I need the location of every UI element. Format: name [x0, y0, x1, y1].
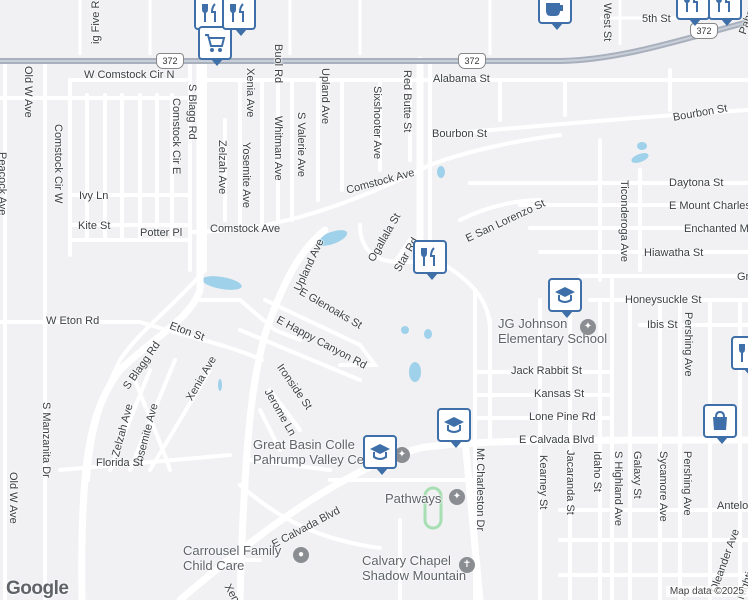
- school-pin[interactable]: [363, 435, 397, 475]
- water-bodies: [202, 142, 649, 391]
- restaurant-icon: [202, 3, 216, 22]
- restaurant-pin[interactable]: [413, 240, 447, 280]
- street-label: Daytona St: [669, 177, 724, 189]
- street-label: Xenia Ave: [244, 68, 256, 118]
- street-label: Comstock Cir W: [52, 124, 64, 204]
- poi-carrousel-child-care[interactable]: Carrousel Family Child Care: [183, 543, 282, 573]
- shopping-cart-icon: [205, 34, 226, 52]
- street-label: Whitman Ave: [272, 116, 284, 181]
- street-label: Jack Rabbit St: [511, 365, 582, 377]
- street-label: Pershing Ave: [682, 312, 694, 377]
- street-label: Kearney St: [537, 455, 549, 510]
- school-icon: [370, 444, 390, 460]
- cafe-icon: [546, 3, 563, 16]
- street-label: Idaho St: [591, 451, 603, 492]
- street-label: Zelzah Ave: [216, 140, 228, 195]
- street-label: S Manzanita Dr: [40, 402, 52, 478]
- street-label: Bourbon St: [432, 128, 488, 140]
- street-label: Kansas St: [534, 388, 585, 400]
- restaurant-pin[interactable]: [731, 336, 748, 376]
- school-pin[interactable]: [548, 278, 582, 318]
- street-label: West St: [601, 3, 613, 42]
- street-label: Pershing Ave: [681, 451, 693, 516]
- street-label: Buol Rd: [272, 44, 284, 84]
- street-label: Enchanted Me: [684, 223, 748, 235]
- map-attribution[interactable]: Map data ©2025: [665, 586, 748, 597]
- school-icon: ✦: [580, 319, 596, 335]
- school-icon: ✦: [394, 447, 410, 463]
- street-label: Potter Pl: [140, 227, 183, 239]
- street-label: S Highland Ave: [612, 451, 624, 527]
- street-label: Florida St: [96, 457, 144, 469]
- poi-pathways[interactable]: Pathways: [385, 491, 442, 506]
- street-label: Mt Charleston Dr: [474, 448, 486, 532]
- shopping-pin[interactable]: [198, 26, 232, 66]
- street-label: S Valerie Ave: [295, 112, 307, 178]
- shopping-bag-pin[interactable]: [703, 404, 737, 444]
- street-label: Lone Pine Rd: [529, 411, 596, 423]
- restaurant-pin[interactable]: [708, 0, 742, 26]
- running-track: [423, 486, 443, 530]
- child-care-icon: ●: [293, 547, 309, 563]
- highway-372: [0, 19, 748, 64]
- street-label: Comstock Cir E: [170, 98, 182, 175]
- local-roads: [0, 63, 748, 600]
- street-label: Ticonderoga Ave: [618, 180, 630, 262]
- street-label: Gr: [737, 271, 748, 283]
- restaurant-pin[interactable]: [222, 0, 256, 36]
- street-label: E Calvada Blvd: [519, 434, 595, 446]
- google-logo: Google: [6, 578, 69, 599]
- shopping-bag-icon: [713, 410, 727, 430]
- poi-great-basin-college[interactable]: Great Basin Colle Pahrump Valley Ce: [253, 437, 365, 467]
- restaurant-icon: [421, 247, 435, 266]
- school-icon: [444, 417, 464, 433]
- street-label: Kite St: [78, 220, 111, 232]
- restaurant-icon: [230, 3, 244, 22]
- street-label: Red Butte St: [401, 70, 413, 133]
- poi-calvary-chapel[interactable]: Calvary Chapel Shadow Mountain: [362, 553, 467, 583]
- street-label: Old W Ave: [22, 66, 34, 118]
- cafe-pin[interactable]: [538, 0, 572, 30]
- restaurant-icon: [739, 344, 748, 362]
- street-label: Peacock Ave: [0, 152, 8, 216]
- street-label: Hiawatha St: [644, 247, 704, 259]
- street-label: 5th St: [642, 13, 671, 25]
- street-label: W Eton Rd: [46, 315, 100, 327]
- street-label: W Comstock Cir N: [84, 69, 175, 81]
- school-pin[interactable]: [437, 408, 471, 448]
- street-label: ig Five Rd: [90, 0, 102, 44]
- street-label: Alabama St: [433, 73, 490, 85]
- street-label: Galaxy St: [631, 451, 643, 499]
- street-label: Sixshooter Ave: [371, 86, 383, 160]
- street-label: Honeysuckle St: [625, 294, 702, 306]
- street-label: Antelo: [717, 500, 748, 512]
- church-icon: ✝: [459, 557, 475, 573]
- school-icon: ✦: [449, 489, 465, 505]
- street-label: Ivy Ln: [79, 190, 109, 202]
- restaurant-icon: [684, 0, 698, 12]
- highway-shield: 372: [156, 53, 184, 69]
- street-label: Jacaranda St: [564, 450, 576, 515]
- street-label: Upland Ave: [319, 68, 331, 125]
- restaurant-pin[interactable]: [676, 0, 710, 26]
- street-label: Yosemite Ave: [240, 142, 252, 209]
- arterial-roads: [78, 56, 748, 600]
- poi-jg-johnson-school[interactable]: JG Johnson Elementary School: [498, 316, 608, 346]
- highway-shield: 372: [458, 53, 486, 69]
- street-label: Sycamore Ave: [657, 451, 669, 522]
- street-label: Comstock Ave: [210, 223, 281, 235]
- street-label: E Mount Charlest: [669, 200, 748, 212]
- street-label: Ibis St: [647, 319, 678, 331]
- street-label: S Blagg Rd: [186, 84, 198, 140]
- highway-shield: 372: [690, 23, 718, 39]
- street-label: Old W Ave: [7, 472, 19, 524]
- school-icon: [555, 287, 575, 303]
- restaurant-icon: [716, 0, 730, 12]
